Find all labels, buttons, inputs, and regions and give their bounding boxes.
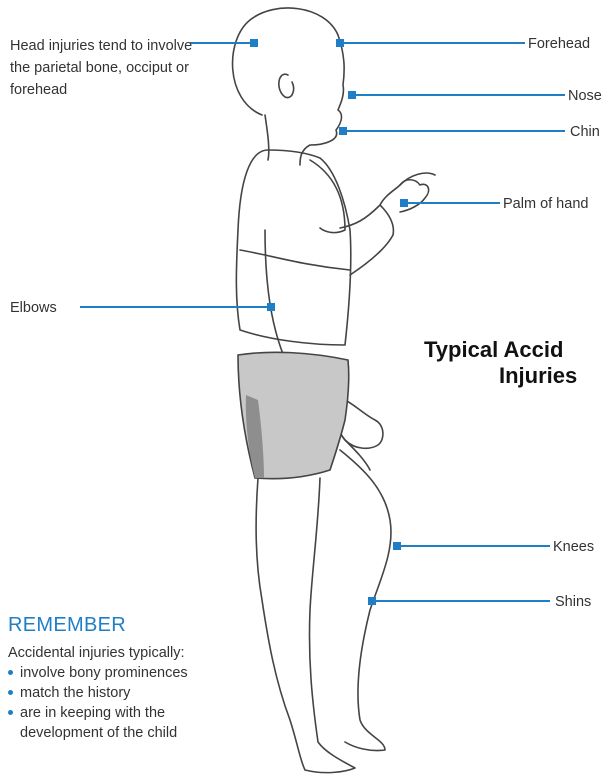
leader-head-marker [251, 40, 257, 46]
leader-forehead-marker [337, 40, 343, 46]
remember-intro: Accidental injuries typically: [8, 643, 248, 663]
title-line-1: Typical Accid [424, 337, 563, 362]
head-outline [233, 8, 345, 165]
ear-outline [279, 74, 294, 97]
diagram-title: Typical Accid Injuries [424, 337, 616, 389]
knees-label: Knees [553, 538, 594, 556]
leader-shins-marker [369, 598, 375, 604]
leader-knees-marker [394, 543, 400, 549]
remember-item: are in keeping with the development of t… [8, 703, 248, 743]
title-line-2: Injuries [424, 363, 616, 389]
leader-palm-marker [401, 200, 407, 206]
back-arm-outline [340, 173, 435, 275]
palm-outline [400, 180, 429, 212]
shirt-outline [236, 150, 350, 345]
remember-box: REMEMBER Accidental injuries typically: … [8, 614, 248, 743]
palm-label: Palm of hand [503, 195, 588, 213]
leader-chin-marker [340, 128, 346, 134]
sleeve-outline [310, 160, 345, 233]
shins-label: Shins [555, 593, 591, 611]
remember-item: match the history [8, 683, 248, 703]
neck-outline [265, 115, 269, 160]
remember-item: involve bony prominences [8, 663, 248, 683]
chin-label: Chin [570, 123, 600, 141]
shirt-hem [240, 250, 350, 270]
remember-heading: REMEMBER [8, 614, 248, 637]
nose-label: Nose [568, 87, 602, 105]
head-label: Head injuries tend to involve the pariet… [10, 35, 210, 101]
front-leg-outline [256, 478, 355, 773]
leader-elbows-marker [268, 304, 274, 310]
forehead-label: Forehead [528, 35, 590, 53]
elbows-label: Elbows [10, 299, 57, 317]
leader-nose-marker [349, 92, 355, 98]
remember-list: involve bony prominences match the histo… [8, 663, 248, 743]
